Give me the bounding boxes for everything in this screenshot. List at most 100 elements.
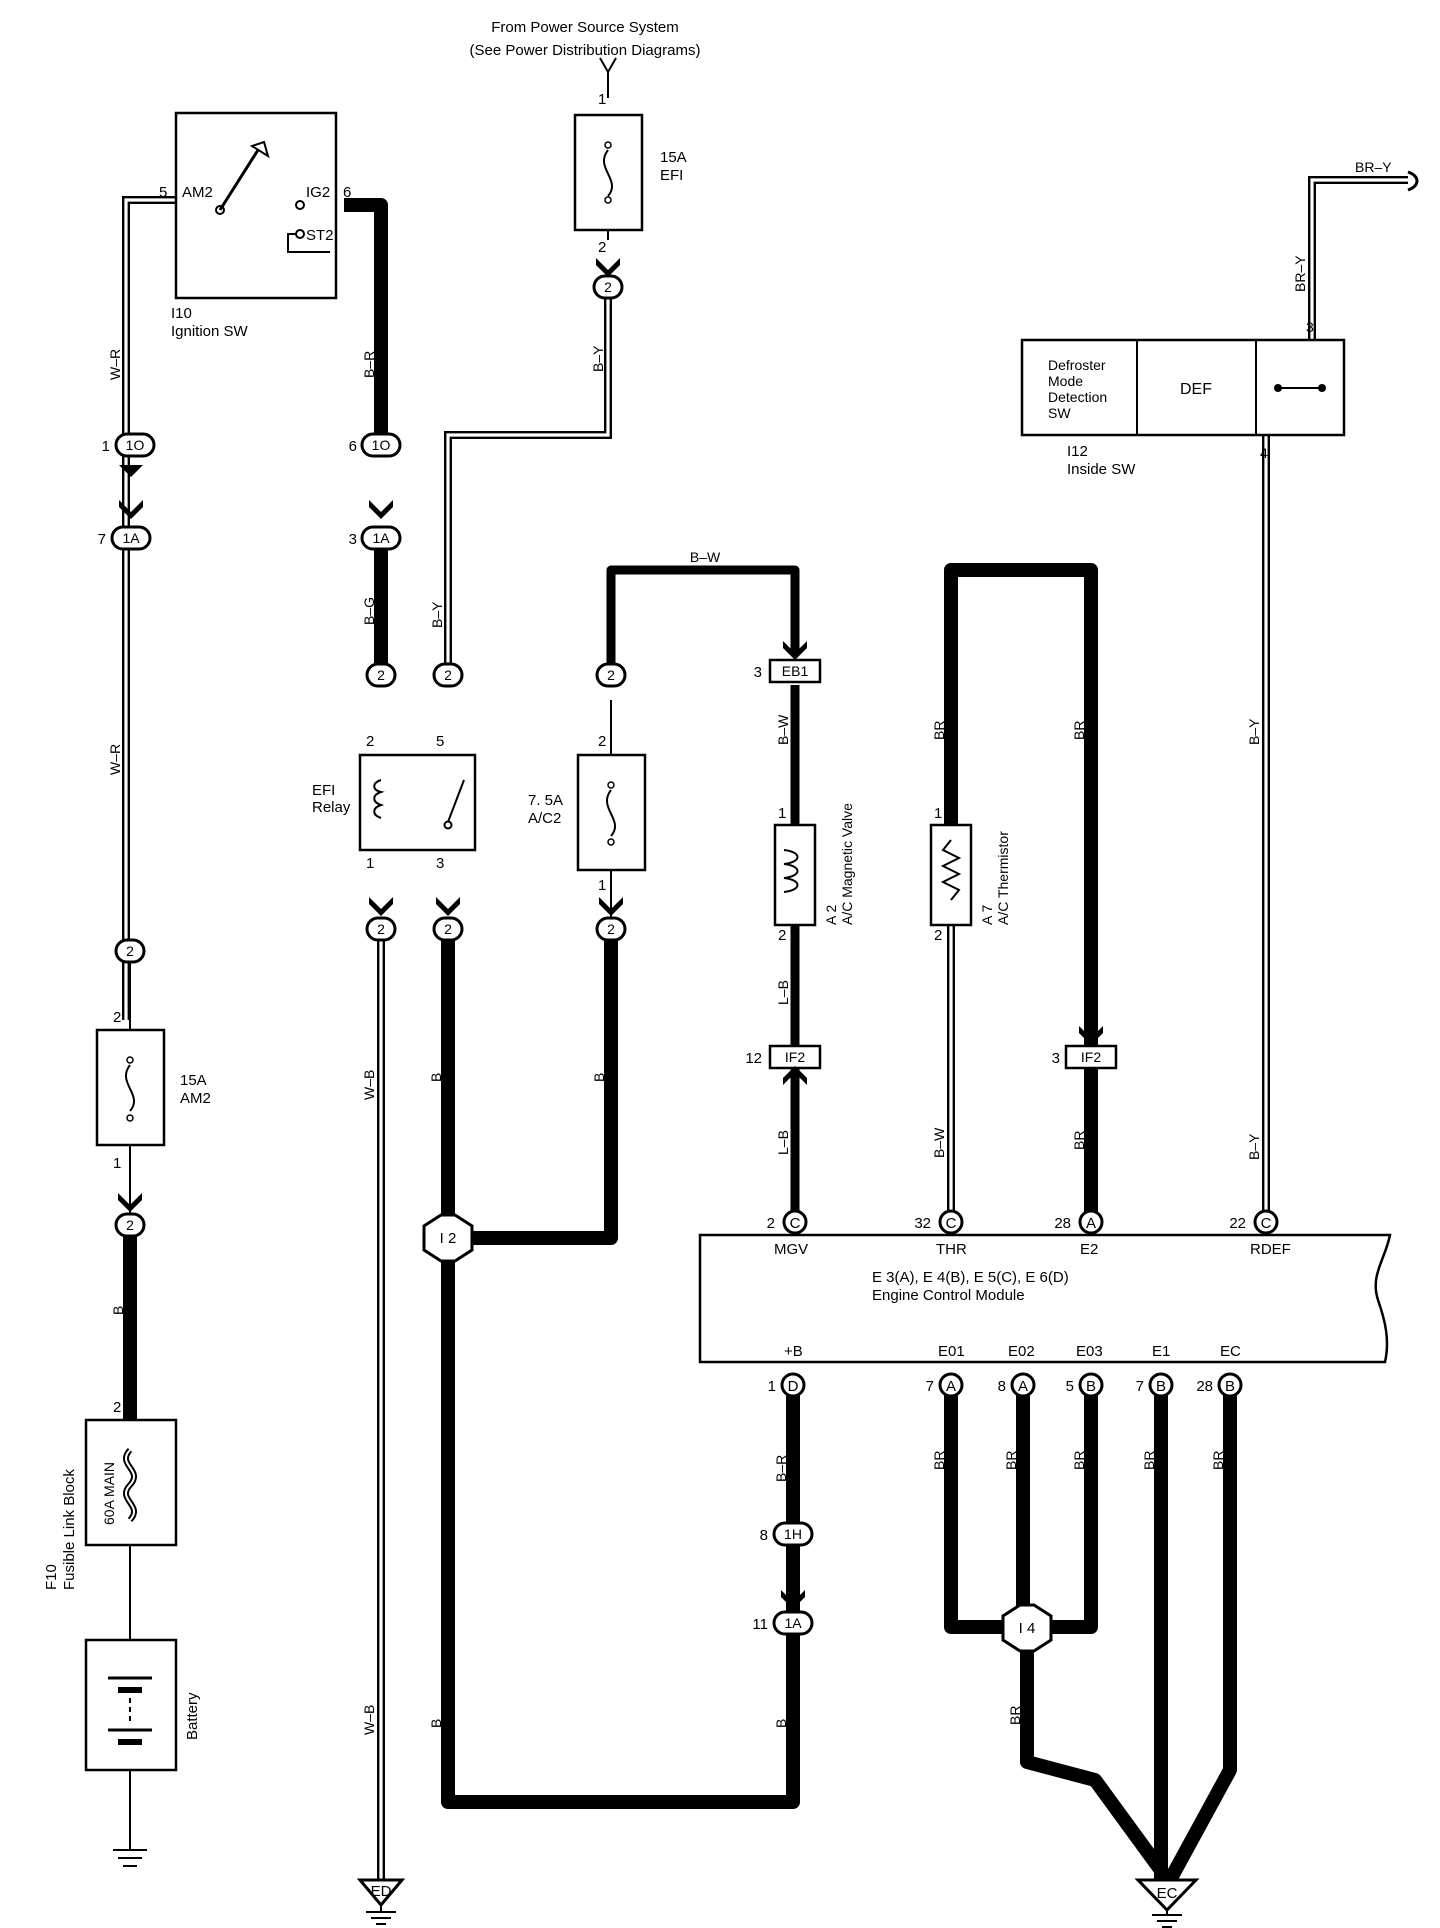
ac2-rating: 7. 5A — [528, 792, 563, 809]
junction-connectors: 2 2 2 2 2 2 2 2 2 — [114, 274, 627, 1238]
junction-relay-out-b: 2 — [444, 921, 452, 937]
conn-1a-c-pin: 11 — [752, 1616, 768, 1633]
thin-wires — [122, 176, 1408, 1900]
label-b-y-3: B–Y — [1246, 718, 1262, 745]
ig-pin-ig2: 6 — [343, 184, 351, 201]
battery-ground — [113, 1849, 147, 1867]
valve-name: A/C Magnetic Valve — [839, 803, 855, 925]
junction-relay-in-a: 2 — [377, 667, 385, 683]
conn-1a-a-label: 1A — [122, 530, 140, 546]
relay-pin-3: 3 — [436, 855, 444, 872]
label-w-b-2: W–B — [361, 1705, 377, 1735]
ecm-top-letter-2: C — [946, 1215, 957, 1232]
ecm-top-pin-3: 28 — [1054, 1215, 1071, 1232]
conn-eb1-label: EB1 — [782, 663, 809, 679]
pill-connectors: 1O 1 1O 6 1A 7 1A 3 1H 8 1A 11 — [98, 432, 814, 1636]
junction-relay-in-b: 2 — [444, 667, 452, 683]
header-line-2: (See Power Distribution Diagrams) — [470, 42, 701, 59]
ground-ed-label: ED — [371, 1883, 392, 1900]
efi-name: EFI — [660, 167, 683, 184]
ecm-bottom-letter-3: A — [1018, 1378, 1028, 1395]
thick-wires — [123, 198, 1237, 1885]
label-b-w-valve: B–W — [775, 714, 791, 745]
label-b-y-4: B–Y — [1246, 1133, 1262, 1160]
ecm-top-pin-2: 32 — [914, 1215, 931, 1232]
relay-pin-2: 2 — [366, 733, 374, 750]
label-br-i4: BR — [1007, 1706, 1023, 1725]
relay-pin-5: 5 — [436, 733, 444, 750]
inside-sw-line3: Detection — [1048, 389, 1107, 405]
battery-label: Battery — [184, 1692, 201, 1740]
label-w-r-1: W–R — [107, 349, 123, 380]
label-br-e1: BR — [1141, 1451, 1157, 1470]
inside-sw-line2: Mode — [1048, 373, 1083, 389]
ecm-term-ec: EC — [1220, 1343, 1241, 1360]
label-b-5: B — [773, 1719, 789, 1728]
conn-1o-a-label: 1O — [126, 437, 145, 453]
label-w-r-2: W–R — [107, 744, 123, 775]
label-br-e02: BR — [1003, 1451, 1019, 1470]
junction-relay-out-a: 2 — [377, 921, 385, 937]
wire-br-y-top — [1308, 176, 1408, 340]
inside-sw-id: I12 — [1067, 443, 1088, 460]
conn-1h-pin: 8 — [760, 1527, 768, 1544]
wire-br-i4-down — [1020, 1640, 1174, 1885]
ecm-bottom-pin-5: 7 — [1136, 1378, 1144, 1395]
magnetic-valve: 1 2 A 2 A/C Magnetic Valve — [773, 803, 855, 944]
relay-pin-1: 1 — [366, 855, 374, 872]
ac2-pin-top: 2 — [598, 733, 606, 750]
ground-ec-label: EC — [1157, 1885, 1178, 1902]
thermistor-id: A 7 — [979, 905, 995, 925]
relay-line1: EFI — [312, 782, 335, 799]
ecm-term-e03: E03 — [1076, 1343, 1103, 1360]
label-b-3: B — [110, 1306, 126, 1315]
ecm-top-letter-1: C — [790, 1215, 801, 1232]
ecm-bottom-pin-6: 28 — [1196, 1378, 1213, 1395]
ecm-bottom-letter-1: D — [788, 1378, 799, 1395]
am2-pin-top: 2 — [113, 1009, 121, 1026]
am2-pin-bottom: 1 — [113, 1155, 121, 1172]
wire-b-ac2 — [460, 935, 618, 1245]
ac2-name: A/C2 — [528, 810, 561, 827]
label-b-y-1: B–Y — [590, 345, 606, 372]
wire-br-ec — [1163, 1385, 1237, 1884]
ground-ec: EC — [1134, 1878, 1200, 1928]
ecm-bottom-letter-4: B — [1086, 1378, 1096, 1395]
efi-pin-top: 1 — [598, 91, 606, 108]
label-b-w-thr: B–W — [931, 1127, 947, 1158]
joint-i2: I 2 — [422, 1213, 474, 1263]
header-line-1: From Power Source System — [491, 19, 679, 36]
efi-rating: 15A — [660, 149, 687, 166]
conn-1h-label: 1H — [784, 1526, 802, 1542]
label-b-g: B–G — [361, 597, 377, 625]
ecm-term-e2: E2 — [1080, 1241, 1098, 1258]
label-br-e01: BR — [931, 1451, 947, 1470]
ecm-term-mgv: MGV — [774, 1241, 808, 1258]
valve-pin-1: 1 — [778, 805, 786, 822]
conn-1a-b-pin: 3 — [349, 531, 357, 548]
ground-ed: ED — [356, 1878, 406, 1925]
wire-labels: W–R W–R B–R B–G B–Y B–Y B–W B–W BR BR BR… — [107, 159, 1392, 1735]
inside-switch: Defroster Mode Detection SW DEF 3 4 I12 … — [1020, 319, 1346, 478]
fuse-efi: 1 2 15A EFI — [573, 91, 687, 256]
inside-sw-pin3: 3 — [1306, 319, 1314, 335]
inside-sw-line1: Defroster — [1048, 357, 1106, 373]
inside-sw-name: Inside SW — [1067, 461, 1136, 478]
conn-1o-b-pin: 6 — [349, 438, 357, 455]
ecm-bottom-pin-3: 8 — [998, 1378, 1006, 1395]
ecm-bottom-letter-5: B — [1156, 1378, 1166, 1395]
ecm-term-e02: E02 — [1008, 1343, 1035, 1360]
fusible-pin: 2 — [113, 1399, 121, 1416]
junction-ac2-in: 2 — [607, 667, 615, 683]
ecm-name: Engine Control Module — [872, 1287, 1025, 1304]
inside-sw-pin4: 4 — [1260, 445, 1268, 461]
conn-1a-c-label: 1A — [784, 1615, 802, 1631]
conn-1o-b-label: 1O — [372, 437, 391, 453]
label-br-2: BR — [1071, 721, 1087, 740]
junction-efi: 2 — [604, 279, 612, 295]
medium-wires — [606, 565, 800, 1222]
am2-name: AM2 — [180, 1090, 211, 1107]
junction-am2-in: 2 — [126, 943, 134, 959]
thermistor: 1 2 A 7 A/C Thermistor — [929, 805, 1011, 944]
joint-i4-label: I 4 — [1019, 1620, 1036, 1637]
